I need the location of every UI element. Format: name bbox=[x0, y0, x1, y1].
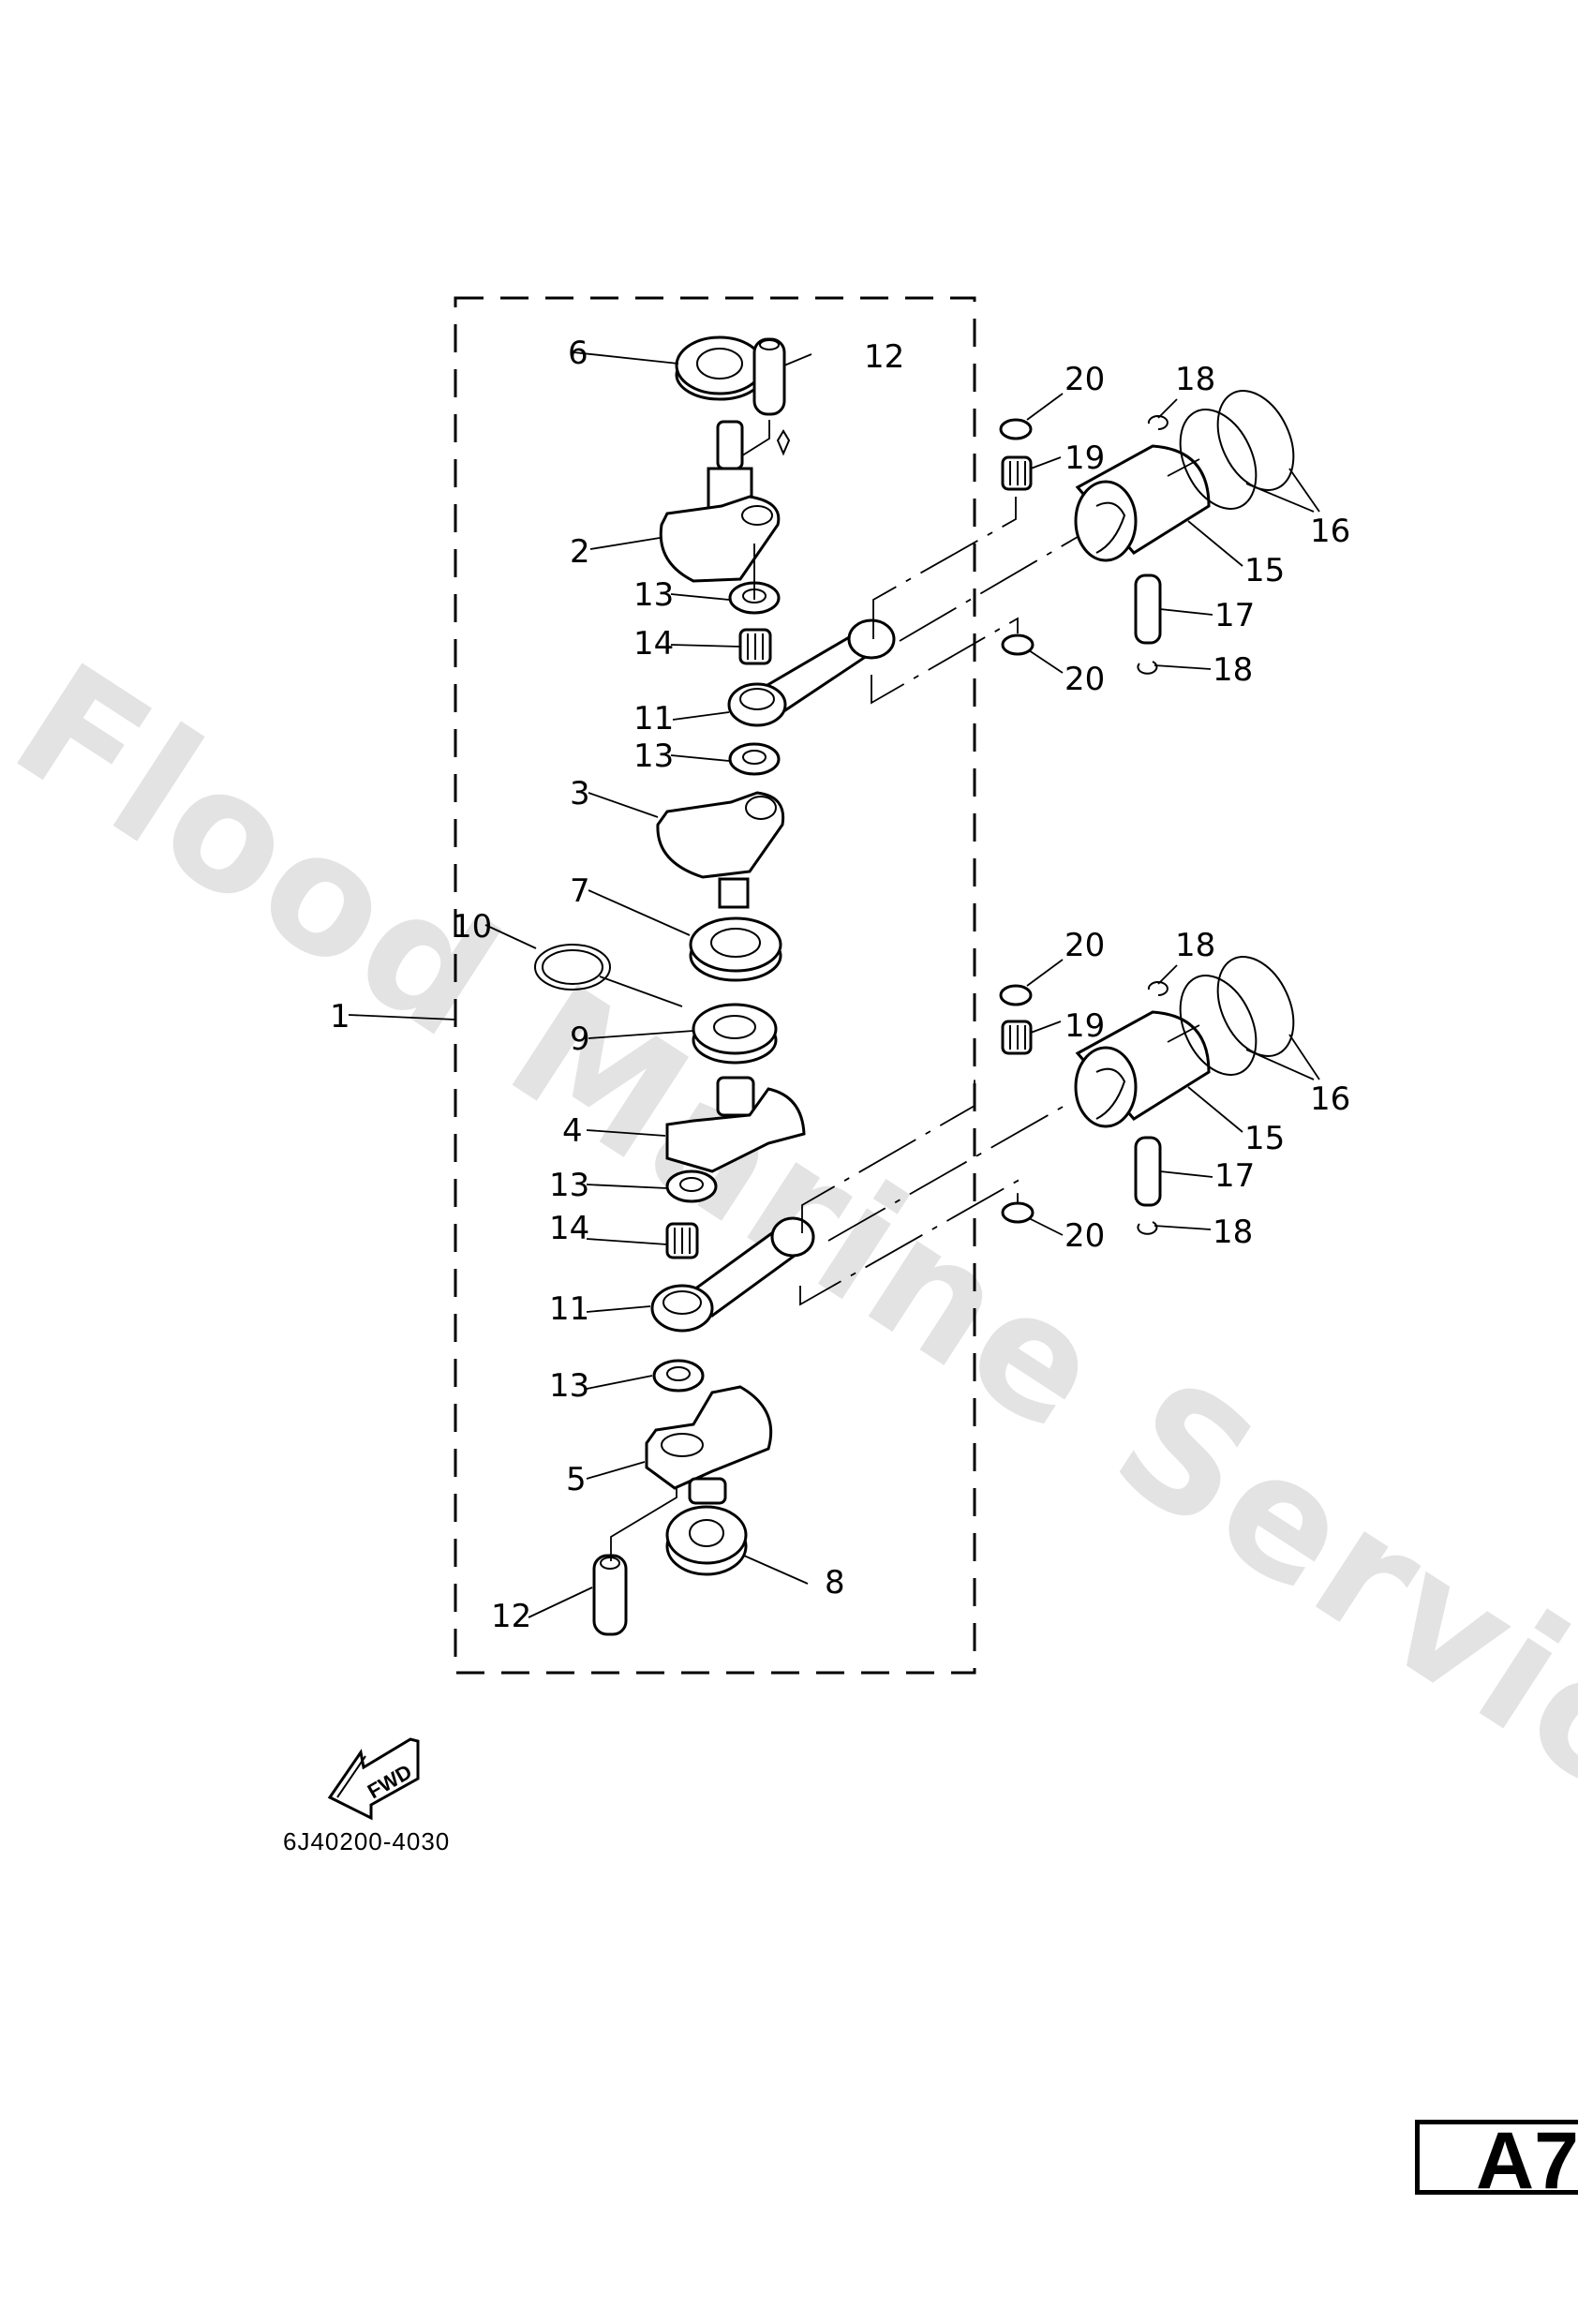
label-4: 4 bbox=[562, 1112, 583, 1150]
label-17b: 17 bbox=[1214, 1157, 1255, 1195]
label-16b: 16 bbox=[1310, 1080, 1350, 1118]
label-18d: 18 bbox=[1213, 1214, 1253, 1251]
part-15-piston-lower bbox=[1074, 1010, 1243, 1133]
label-16a: 16 bbox=[1310, 513, 1350, 550]
label-12b: 12 bbox=[491, 1598, 531, 1635]
label-13c: 13 bbox=[549, 1167, 589, 1204]
label-3: 3 bbox=[570, 775, 590, 812]
label-17a: 17 bbox=[1214, 597, 1255, 634]
label-2: 2 bbox=[570, 533, 590, 571]
part-20-washer-upper-a bbox=[999, 393, 1064, 440]
tie-line-lower-a bbox=[801, 1078, 975, 1233]
part-6-bearing bbox=[573, 335, 765, 401]
label-14a: 14 bbox=[633, 625, 674, 663]
part-13-washer-d bbox=[586, 1359, 705, 1393]
label-8: 8 bbox=[825, 1564, 845, 1601]
part-11-connecting-rod-b bbox=[586, 1216, 815, 1333]
label-12a: 12 bbox=[864, 338, 904, 376]
watermark: Flood Marine Services bbox=[0, 629, 1578, 1944]
label-19a: 19 bbox=[1064, 439, 1105, 477]
label-7: 7 bbox=[570, 872, 590, 910]
part-9-oil-seal bbox=[588, 1003, 778, 1065]
part-5-crank-web bbox=[586, 1385, 773, 1505]
part-18-clip-upper-b bbox=[1137, 661, 1212, 675]
label-11a: 11 bbox=[633, 700, 674, 737]
label-18c: 18 bbox=[1175, 927, 1215, 964]
label-20a: 20 bbox=[1064, 361, 1105, 398]
part-15-piston-upper bbox=[1074, 444, 1243, 567]
leader-1 bbox=[348, 1014, 456, 1020]
label-15a: 15 bbox=[1244, 552, 1285, 589]
part-19-needle-bearing-upper bbox=[1001, 455, 1062, 491]
part-10-circlip bbox=[484, 924, 683, 1007]
label-11b: 11 bbox=[549, 1290, 589, 1328]
svg-text:Flood Marine Services: Flood Marine Services bbox=[0, 629, 1578, 1944]
part-17-piston-pin-upper bbox=[1134, 574, 1213, 645]
label-6: 6 bbox=[568, 335, 588, 372]
part-3-crank-web bbox=[588, 791, 785, 909]
part-18-clip-lower-a bbox=[1147, 964, 1178, 996]
tie-line-upper-a bbox=[872, 497, 1017, 639]
label-9: 9 bbox=[570, 1020, 590, 1058]
page-id: A7 bbox=[1476, 2120, 1578, 2195]
part-19-needle-bearing-lower bbox=[1001, 1020, 1062, 1055]
label-20c: 20 bbox=[1064, 927, 1105, 964]
part-2-crank-web bbox=[589, 420, 791, 583]
part-18-clip-lower-b bbox=[1137, 1221, 1212, 1235]
part-16-piston-rings-lower bbox=[1167, 956, 1320, 1080]
drawing-code: 6J40200-4030 bbox=[283, 1827, 451, 1855]
fwd-arrow-icon: FWD bbox=[327, 1737, 420, 1821]
part-13-washer-a bbox=[670, 544, 781, 615]
label-18b: 18 bbox=[1213, 651, 1253, 689]
label-13a: 13 bbox=[633, 576, 674, 614]
label-18a: 18 bbox=[1175, 361, 1215, 398]
page-id-box: A7 bbox=[1415, 2120, 1578, 2195]
tie-line-lower-b bbox=[827, 1105, 1065, 1242]
label-5: 5 bbox=[566, 1461, 587, 1498]
part-20-washer-lower-a bbox=[999, 959, 1064, 1006]
label-13d: 13 bbox=[549, 1367, 589, 1405]
part-7-bearing bbox=[588, 889, 782, 982]
part-14-needle-bearing-a bbox=[670, 628, 772, 665]
part-17-piston-pin-lower bbox=[1134, 1136, 1213, 1207]
part-13-washer-c bbox=[586, 1169, 718, 1203]
part-8-bearing bbox=[665, 1505, 809, 1585]
part-11-connecting-rod-a bbox=[672, 618, 896, 727]
tie-line-upper-c bbox=[871, 617, 1019, 705]
label-13b: 13 bbox=[633, 737, 674, 775]
part-16-piston-rings-upper bbox=[1167, 390, 1320, 513]
part-13-washer-b bbox=[670, 742, 781, 776]
label-20d: 20 bbox=[1064, 1217, 1105, 1255]
label-20b: 20 bbox=[1064, 661, 1105, 698]
label-15b: 15 bbox=[1244, 1120, 1285, 1157]
label-10: 10 bbox=[452, 908, 492, 946]
part-20-washer-lower-b bbox=[1001, 1201, 1064, 1236]
part-20-washer-upper-b bbox=[1001, 633, 1064, 674]
part-12-dowel-pin-bottom bbox=[528, 1486, 677, 1636]
label-19b: 19 bbox=[1064, 1007, 1105, 1045]
label-14b: 14 bbox=[549, 1210, 589, 1247]
part-14-needle-bearing-b bbox=[586, 1222, 699, 1259]
part-18-clip-upper-a bbox=[1147, 398, 1178, 430]
part-labels: 1 2 3 4 5 6 7 8 9 10 11 11 12 12 13 13 1… bbox=[330, 335, 1350, 1635]
label-1: 1 bbox=[330, 998, 350, 1035]
part-4-crank-web bbox=[586, 1076, 806, 1173]
tie-line-lower-c bbox=[799, 1179, 1019, 1306]
